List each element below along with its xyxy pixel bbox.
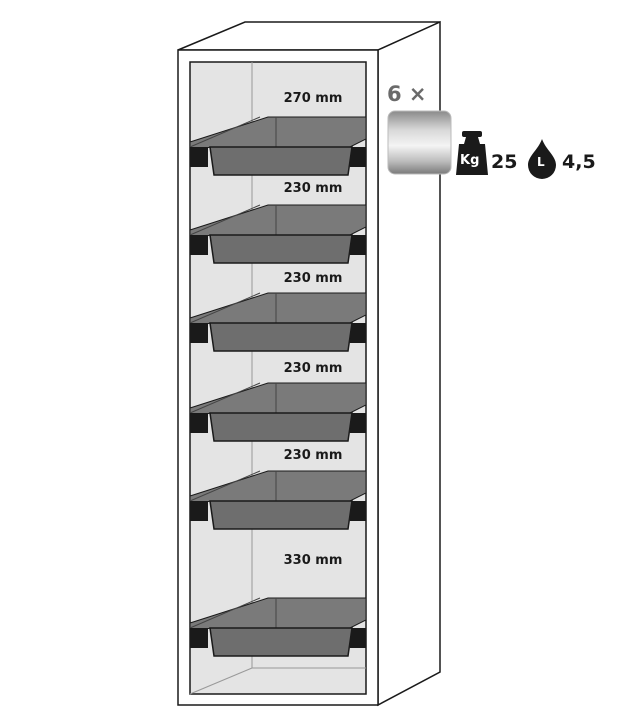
shelf-height-label: 330 mm: [283, 553, 343, 568]
tray-rail-right: [350, 628, 366, 648]
tray-swatch-icon: [387, 110, 452, 175]
tray: [189, 116, 367, 176]
tray-rail-left: [190, 323, 208, 343]
tray: [189, 292, 367, 352]
shelf-height-label: 230 mm: [283, 271, 343, 286]
tray-rail-right: [350, 413, 366, 433]
tray-front: [209, 627, 353, 657]
tray-count: 6 ×: [387, 82, 427, 106]
tray-rim: [189, 597, 261, 629]
volume-value: 4,5: [562, 151, 596, 173]
tray-rail-left: [190, 235, 208, 255]
liquid-drop-icon: [528, 139, 556, 179]
weight-unit: Kg: [460, 153, 480, 168]
tray-rim: [189, 382, 261, 414]
tray: [189, 597, 367, 657]
shelf-height-label: 230 mm: [283, 361, 343, 376]
shelf-height-label: 230 mm: [283, 448, 343, 463]
shelf-height-label: 230 mm: [283, 181, 343, 196]
tray-rim: [189, 116, 261, 148]
tray: [189, 470, 367, 530]
tray-rim: [189, 204, 261, 236]
tray-front: [209, 322, 353, 352]
tray-rim: [189, 470, 261, 502]
shelf-height-label: 270 mm: [283, 91, 343, 106]
tray-rail-right: [350, 501, 366, 521]
interior-floor-edge: [189, 667, 253, 695]
tray-rail-right: [350, 147, 366, 167]
tray: [189, 382, 367, 442]
tray-front: [209, 500, 353, 530]
load-value: 25: [491, 151, 518, 173]
tray-rail-left: [190, 413, 208, 433]
tray: [189, 204, 367, 264]
tray-rail-left: [190, 628, 208, 648]
tray-front: [209, 234, 353, 264]
tray-rail-right: [350, 235, 366, 255]
tray-rail-left: [190, 501, 208, 521]
tray-front: [209, 146, 353, 176]
volume-unit: L: [537, 155, 545, 169]
weight-icon: [456, 131, 488, 175]
tray-rim: [189, 292, 261, 324]
tray-rail-right: [350, 323, 366, 343]
tray-front: [209, 412, 353, 442]
tray-rail-left: [190, 147, 208, 167]
